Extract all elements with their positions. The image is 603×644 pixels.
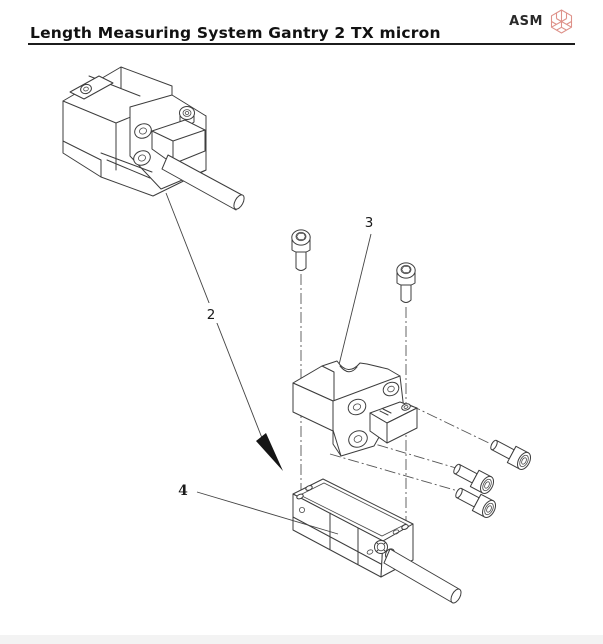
- read-head-part-drawing: [292, 478, 462, 604]
- counterbore-hole: [134, 123, 152, 139]
- callout-label-3: 3: [365, 215, 374, 231]
- mount-hole: [305, 485, 313, 491]
- callout-2: 2: [165, 192, 283, 471]
- asm-logo-text: ASM: [509, 13, 543, 29]
- page-title: Length Measuring System Gantry 2 TX micr…: [30, 24, 441, 42]
- counterbore-hole: [133, 150, 151, 166]
- mount-hole: [296, 493, 304, 500]
- screw-head-icon: [80, 83, 92, 95]
- clamp-hole: [401, 403, 411, 411]
- hex-socket-icon: [521, 457, 527, 465]
- leader-arrowhead: [256, 433, 283, 471]
- vertical-screw-2: [396, 262, 416, 303]
- asm-logo: ASM: [509, 8, 575, 35]
- centerline-diagonal-1: [409, 404, 494, 446]
- diagonal-screw-1: [490, 439, 532, 470]
- hex-socket-icon: [296, 232, 306, 241]
- cable: [161, 154, 243, 211]
- leader-line-4: [196, 491, 339, 535]
- page-header: Length Measuring System Gantry 2 TX micr…: [0, 0, 603, 50]
- centerline-diagonal-3: [329, 453, 459, 492]
- diagonal-screw-3: [455, 487, 497, 518]
- vertical-screw-1: [291, 229, 311, 271]
- page-footer-band: [0, 635, 603, 644]
- leader-line-3: [336, 233, 372, 374]
- title-underline-rule: [28, 43, 575, 45]
- counterbore-hole: [348, 430, 368, 448]
- hex-socket-icon: [401, 265, 411, 274]
- cable-end: [233, 194, 245, 210]
- cable-end: [450, 588, 462, 604]
- assembled-head-drawing: [62, 66, 245, 211]
- clamp-block: [151, 119, 206, 165]
- cable: [383, 548, 460, 604]
- callout-label-4: 4: [178, 483, 188, 499]
- bracket-part-drawing: [292, 360, 418, 457]
- screw-head-icon: [179, 106, 195, 120]
- hex-socket-icon: [486, 505, 492, 513]
- mount-hole: [401, 524, 409, 530]
- diagonal-screw-2: [453, 463, 495, 494]
- asm-cube-icon: [550, 9, 573, 34]
- counterbore-hole: [347, 398, 367, 416]
- callout-4: 4: [178, 483, 339, 535]
- counterbore-hole: [382, 381, 400, 397]
- callout-3: 3: [336, 215, 374, 374]
- hex-socket-icon: [484, 481, 490, 489]
- callout-label-2: 2: [207, 307, 216, 323]
